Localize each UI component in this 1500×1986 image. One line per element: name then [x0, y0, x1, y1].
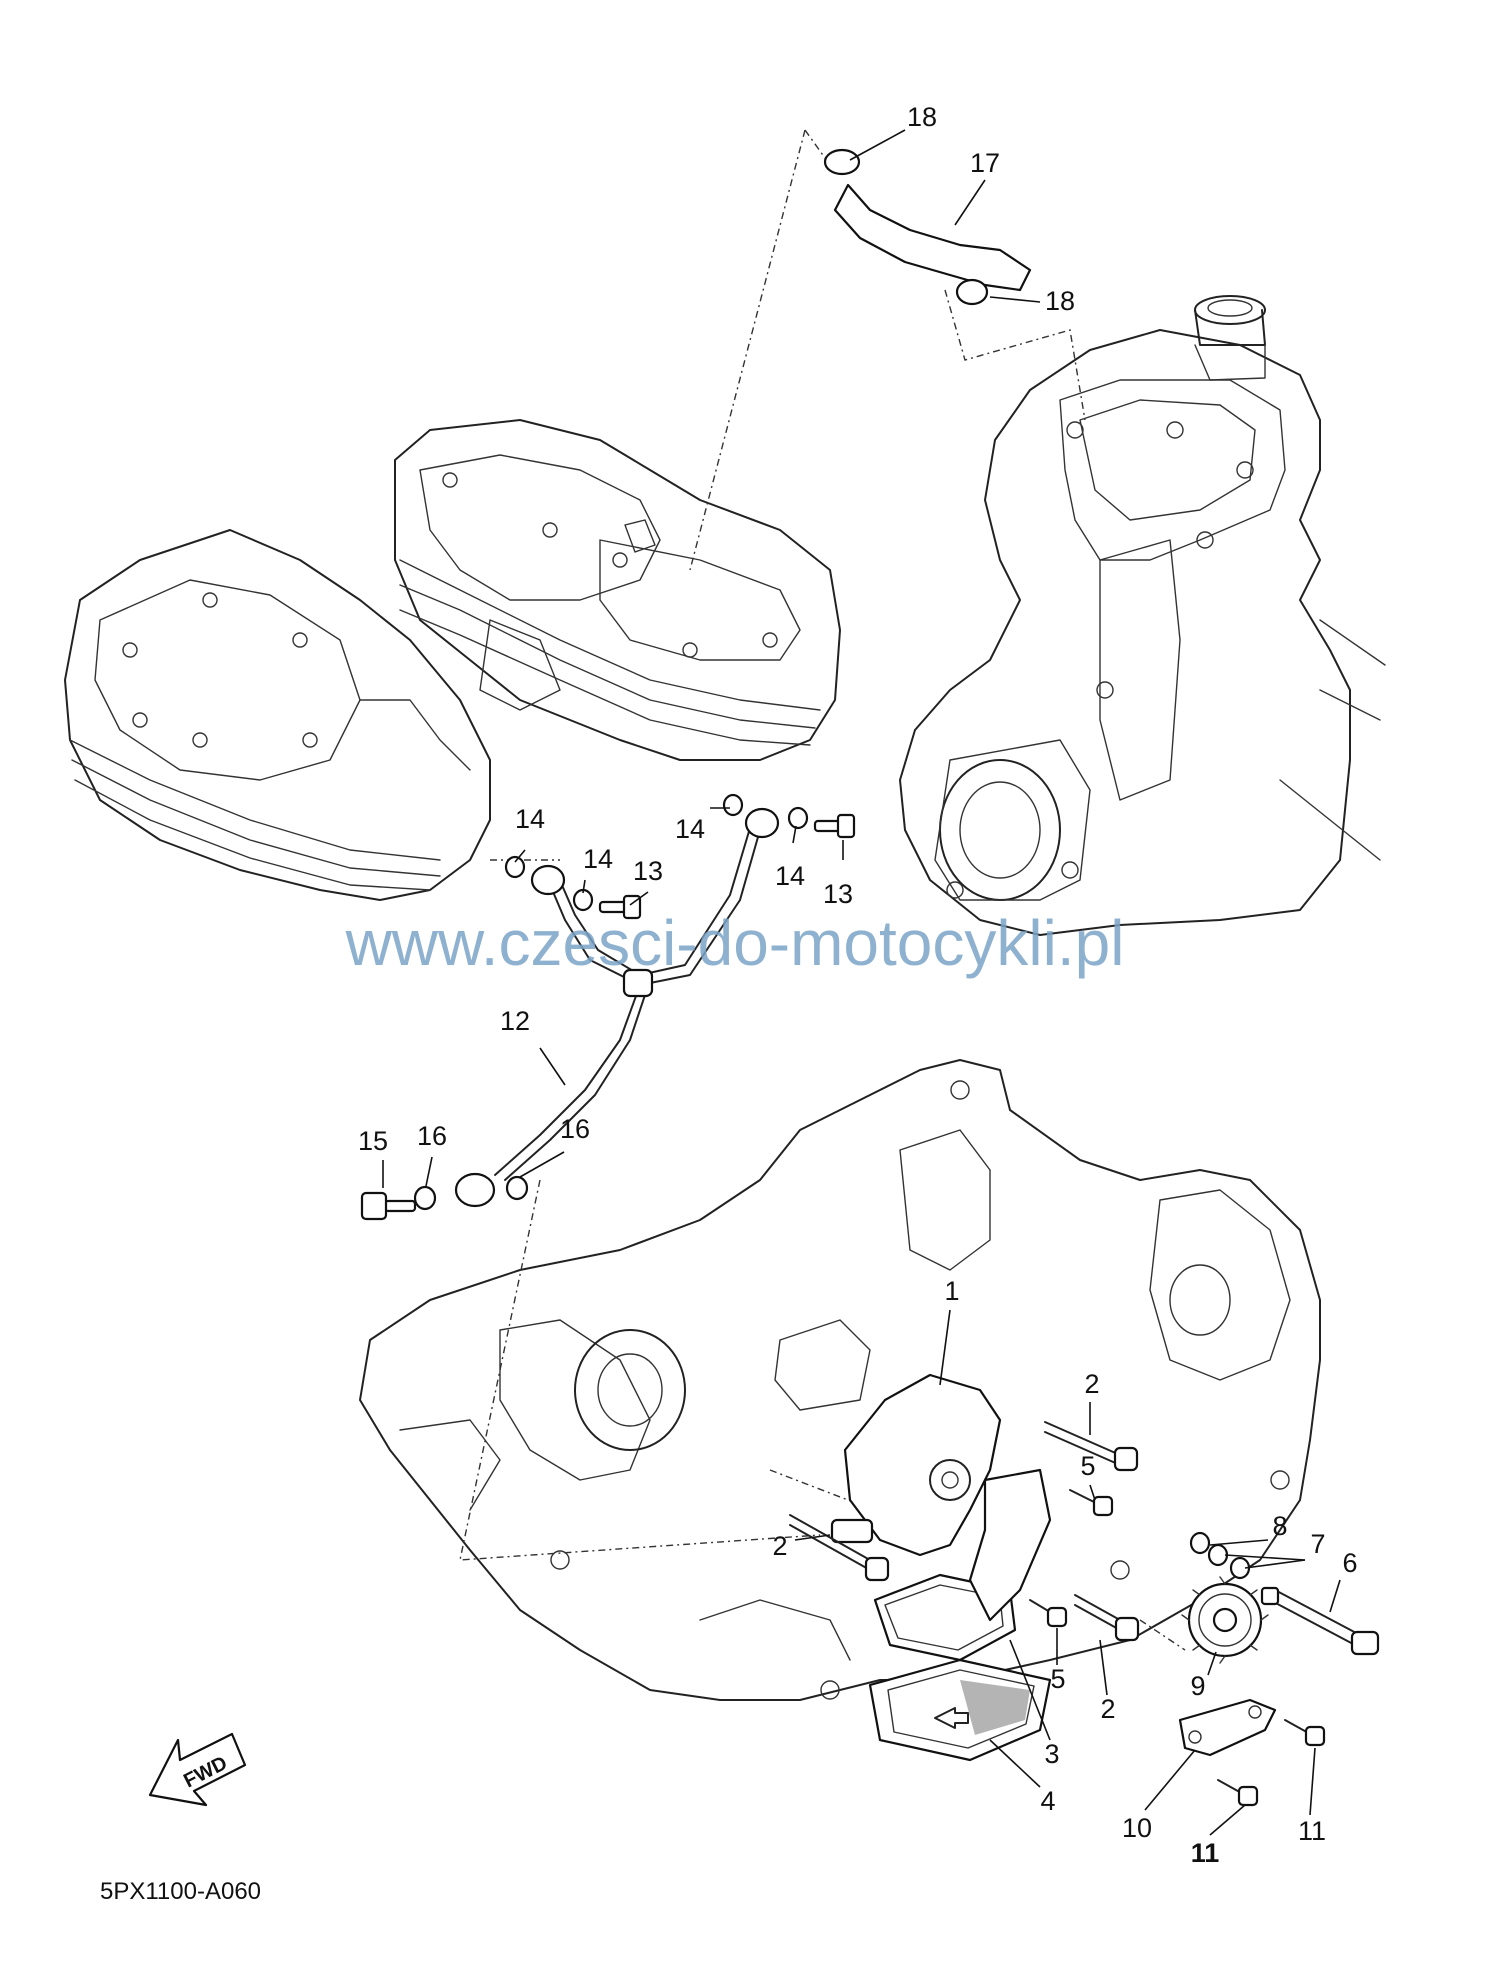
callout-18-lower: 18 — [1045, 286, 1075, 316]
breather-hose — [833, 183, 1032, 292]
fwd-arrow-icon: FWD — [148, 1732, 247, 1807]
hose-clamp-lower — [955, 278, 989, 306]
callout-2-upper: 2 — [1084, 1369, 1099, 1399]
callout-1: 1 — [944, 1276, 959, 1306]
washer-8 — [1189, 1531, 1211, 1555]
callout-13-b: 13 — [823, 879, 853, 909]
plate-bolt-11b — [1217, 1779, 1259, 1807]
callout-5-upper: 5 — [1080, 1451, 1095, 1481]
callout-17: 17 — [970, 148, 1000, 178]
diagram-code: 5PX1100-A060 — [100, 1878, 261, 1905]
gasket-washer-14c — [722, 793, 744, 817]
callout-7: 7 — [1310, 1529, 1325, 1559]
rear-cylinder-head-illustration — [64, 529, 491, 901]
callout-2-lower: 2 — [1100, 1694, 1115, 1724]
callout-10: 10 — [1122, 1813, 1152, 1843]
oil-delivery-pipe — [494, 827, 761, 1181]
gasket-washer-14d — [787, 806, 809, 830]
lower-crankcase-illustration — [359, 1059, 1321, 1701]
union-bolt-13b — [813, 813, 856, 839]
retaining-plate — [1178, 1698, 1277, 1757]
callout-14-b: 14 — [583, 844, 613, 874]
hose-clamp-upper — [823, 148, 861, 176]
pipe-union-bolt-upper-right — [744, 807, 780, 839]
callout-14-c: 14 — [675, 814, 705, 844]
oil-pump-driven-gear — [1181, 1576, 1269, 1664]
callout-4: 4 — [1040, 1786, 1055, 1816]
bolt-5b — [1029, 1599, 1068, 1628]
gasket-washer-16b — [505, 1175, 529, 1201]
gasket-washer-16a — [413, 1185, 437, 1211]
callout-11-bottom: 11 — [1191, 1838, 1220, 1868]
watermark-url: www.czesci-do-motocykli.pl — [345, 907, 1125, 979]
pipe-union-bolt-upper-left — [530, 864, 566, 896]
pump-bolt-2a — [1044, 1421, 1139, 1472]
callout-9: 9 — [1190, 1671, 1205, 1701]
callout-18-upper: 18 — [907, 102, 937, 132]
callout-13-a: 13 — [633, 856, 663, 886]
union-bolt-15 — [360, 1191, 417, 1221]
oil-strainer-cover — [873, 1468, 1052, 1662]
callout-3: 3 — [1044, 1739, 1059, 1769]
plate-bolt-11a — [1284, 1719, 1326, 1747]
leader-lines — [382, 129, 1341, 1836]
bolt-5a — [1069, 1489, 1114, 1517]
callout-15: 15 — [358, 1126, 388, 1156]
callout-labels: 18 17 18 14 14 13 14 14 13 12 15 16 16 1… — [358, 102, 1358, 1868]
callout-12: 12 — [500, 1006, 530, 1036]
pipe-union-lower — [454, 1172, 496, 1208]
crankcase-cover-illustration — [899, 295, 1386, 936]
callout-5-lower: 5 — [1050, 1664, 1065, 1694]
callout-6: 6 — [1342, 1548, 1357, 1578]
callout-14-d: 14 — [775, 861, 805, 891]
oil-strainer — [868, 1658, 1052, 1762]
callout-8: 8 — [1272, 1511, 1287, 1541]
callout-2-left: 2 — [772, 1531, 787, 1561]
callout-16-b: 16 — [560, 1114, 590, 1144]
shaft-bolt-6 — [1260, 1586, 1380, 1656]
gasket-washer-14a — [504, 855, 526, 879]
callout-11-right: 11 — [1298, 1816, 1326, 1846]
front-cylinder-head-illustration — [394, 419, 841, 761]
washer-7a — [1207, 1543, 1229, 1567]
pump-bolt-2c — [1074, 1594, 1140, 1642]
callout-14-a: 14 — [515, 804, 545, 834]
pump-bolt-2b — [789, 1514, 890, 1582]
callout-16-a: 16 — [417, 1121, 447, 1151]
oil-pump-assembly — [830, 1373, 1002, 1557]
